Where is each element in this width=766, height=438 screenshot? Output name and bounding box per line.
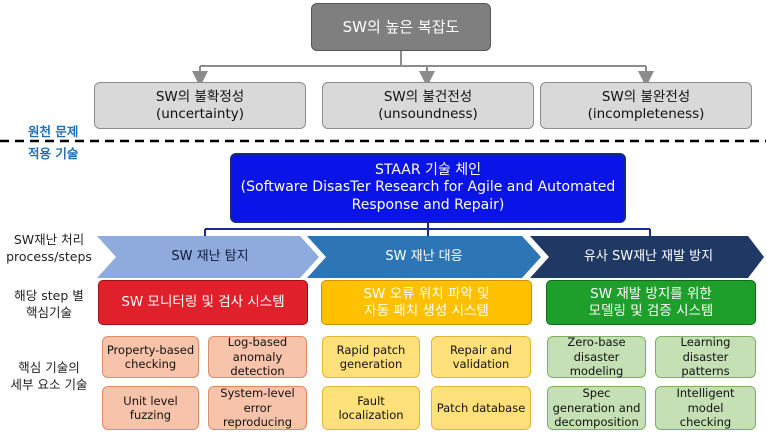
element-line: decomposition	[554, 415, 639, 430]
element-zero-base-disaster-modeling: Zero-base disaster modeling	[547, 335, 646, 379]
element-line: detection	[230, 364, 285, 379]
element-line: Unit level	[123, 393, 178, 408]
element-line: Rapid patch	[336, 342, 406, 357]
element-line: Zero-base	[567, 335, 626, 350]
element-line: patterns	[681, 364, 730, 379]
element-patch-database: Patch database	[431, 386, 531, 430]
label-process-1: SW재난 처리	[13, 232, 85, 247]
core-patch-box: SW 오류 위치 파악 및 자동 패치 생성 시스템	[321, 280, 532, 325]
staar-title: STAAR 기술 체인	[374, 161, 482, 178]
element-line: Patch database	[436, 400, 526, 415]
step-detection-label: SW 재난 탐지	[171, 248, 249, 264]
element-line: anomaly	[232, 349, 283, 364]
element-repair-and-validation: Repair and validation	[431, 336, 531, 378]
label-source-problem: 원천 문제	[28, 124, 79, 139]
element-line: Learning	[680, 335, 731, 350]
problem-unsoundness-box: SW의 불건전성 (unsoundness)	[322, 82, 534, 129]
element-line: model	[687, 400, 724, 415]
label-detail-2: 세부 요소 기술	[10, 376, 88, 392]
element-line: Fault	[357, 393, 385, 408]
step-arrow-response	[307, 236, 541, 278]
core-line-1: SW 오류 위치 파악 및	[363, 285, 490, 302]
label-applied-tech: 적용 기술	[28, 146, 79, 161]
label-core-2: 핵심기술	[25, 304, 72, 320]
element-line: reproducing	[222, 415, 293, 430]
problem-title: SW의 불완전성	[601, 88, 691, 105]
element-fault-localization: Fault localization	[322, 386, 420, 430]
top-complexity-box: SW의 높은 복잡도	[311, 3, 491, 51]
label-core: 해당 step 별 핵심기술	[6, 288, 92, 322]
label-detail: 핵심 기술의 세부 요소 기술	[2, 360, 96, 394]
element-line: modeling	[569, 364, 624, 379]
element-rapid-patch-generation: Rapid patch generation	[322, 336, 420, 378]
problem-incompleteness-box: SW의 불완전성 (incompleteness)	[540, 82, 752, 129]
element-line: Log-based	[227, 335, 288, 350]
problem-title: SW의 불건전성	[383, 88, 473, 105]
element-line: generation and	[552, 400, 641, 415]
element-log-based-anomaly-detection: Log-based anomaly detection	[208, 335, 307, 379]
problem-subtitle: (uncertainty)	[155, 105, 245, 122]
element-intelligent-model-checking: Intelligent model checking	[655, 386, 756, 430]
staar-subtitle-2: Response and Repair)	[351, 196, 505, 213]
element-spec-generation-decomposition: Spec generation and decomposition	[547, 386, 646, 430]
element-line: generation	[339, 357, 403, 371]
problem-connector	[192, 51, 654, 87]
problem-subtitle: (unsoundness)	[378, 105, 478, 122]
element-line: error	[243, 400, 272, 415]
label-process-2: process/steps	[6, 248, 92, 264]
element-line: System-level	[220, 386, 295, 401]
label-core-1: 해당 step 별	[14, 288, 84, 303]
problem-subtitle: (incompleteness)	[587, 105, 705, 122]
top-complexity-text: SW의 높은 복잡도	[342, 17, 460, 36]
core-line-2: 자동 패치 생성 시스템	[364, 302, 489, 319]
element-property-based-checking: Property-based checking	[102, 336, 199, 378]
core-line-1: SW 모니터링 및 검사 시스템	[121, 294, 285, 311]
step-response-label: SW 재난 대응	[385, 248, 463, 264]
step-arrow-prevention	[530, 236, 764, 278]
element-line: checking	[124, 357, 177, 371]
core-modeling-box: SW 재발 방지를 위한 모델링 및 검증 시스템	[546, 280, 756, 325]
problem-uncertainty-box: SW의 불확정성 (uncertainty)	[94, 82, 306, 129]
staar-subtitle-1: (Software DisasTer Research for Agile an…	[240, 179, 616, 196]
problem-title: SW의 불확정성	[155, 88, 245, 105]
core-line-1: SW 재발 방지를 위한	[590, 285, 712, 302]
element-line: checking	[679, 415, 732, 430]
element-line: Property-based	[106, 342, 195, 357]
element-line: disaster	[573, 349, 620, 364]
staar-chain-box: STAAR 기술 체인 (Software DisasTer Research …	[230, 153, 626, 223]
element-learning-disaster-patterns: Learning disaster patterns	[655, 335, 756, 379]
element-line: Intelligent	[676, 386, 735, 401]
element-line: disaster	[682, 349, 729, 364]
element-line: Spec	[582, 386, 611, 401]
element-line: localization	[338, 408, 404, 422]
step-arrow-detection	[97, 236, 319, 278]
element-unit-level-fuzzing: Unit level fuzzing	[102, 386, 199, 430]
core-monitoring-box: SW 모니터링 및 검사 시스템	[98, 280, 308, 325]
step-prevention-label: 유사 SW재난 재발 방지	[583, 248, 714, 264]
label-detail-1: 핵심 기술의	[18, 360, 80, 375]
staar-connector	[204, 223, 651, 236]
element-line: Repair and	[449, 342, 513, 357]
element-line: fuzzing	[129, 408, 172, 422]
core-line-2: 모델링 및 검증 시스템	[588, 302, 714, 319]
element-system-level-error-reproducing: System-level error reproducing	[208, 386, 307, 430]
element-line: validation	[452, 357, 510, 371]
label-process: SW재난 처리 process/steps	[6, 232, 92, 266]
